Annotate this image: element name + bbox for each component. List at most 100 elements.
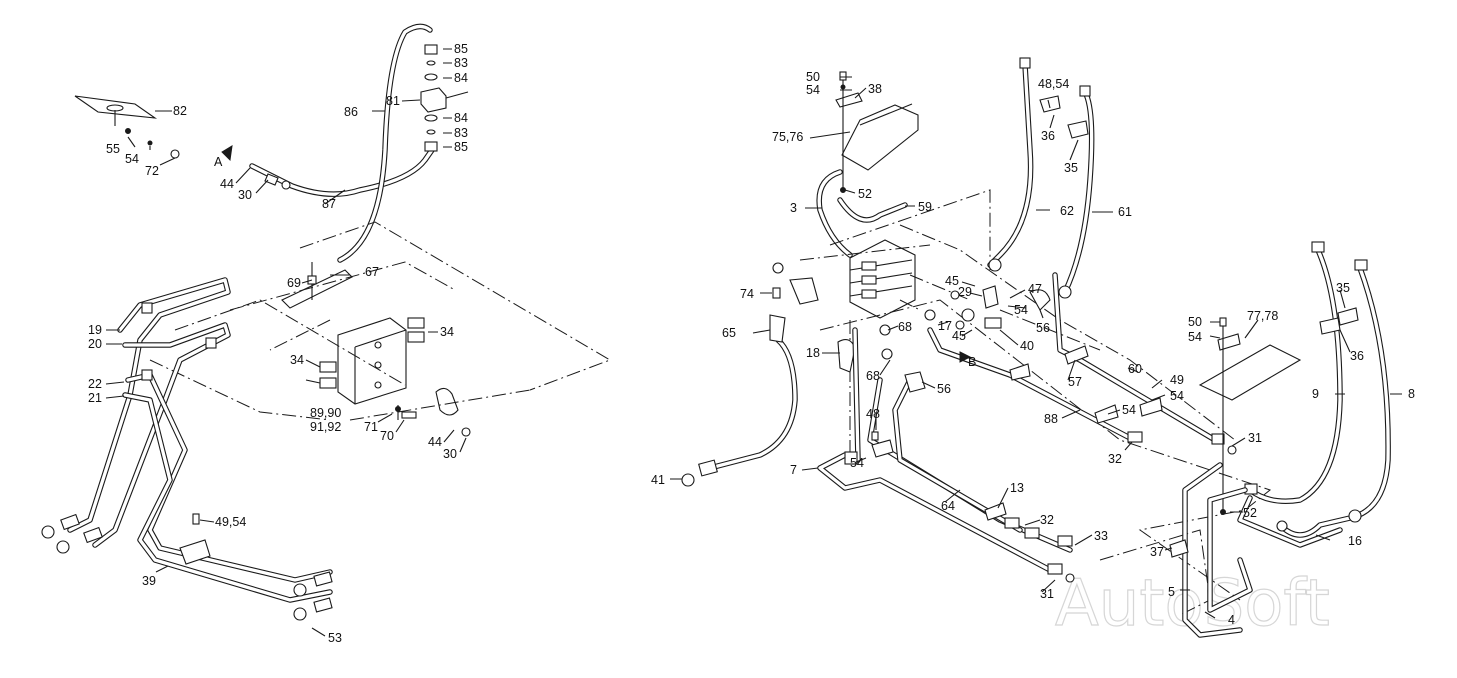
nut-53-a xyxy=(293,583,307,597)
nut-72 xyxy=(170,149,180,159)
valve-block-81 xyxy=(420,87,447,113)
elbow-fitting xyxy=(281,180,291,190)
callout-60: 60 xyxy=(1128,362,1142,376)
callout-54-right-low: 54 xyxy=(1122,403,1136,417)
callout-53: 53 xyxy=(328,631,342,645)
washer-54-top xyxy=(840,84,846,90)
valve-block-center xyxy=(849,239,916,319)
callout-31-low: 31 xyxy=(1040,587,1054,601)
fitting-65-top xyxy=(769,314,786,343)
callout-49: 49 xyxy=(1170,373,1184,387)
callout-89-90: 89,90 xyxy=(310,406,341,420)
callout-82: 82 xyxy=(173,104,187,118)
nut-lower-left-b xyxy=(56,540,70,554)
callout-33: 33 xyxy=(1094,529,1108,543)
callout-85-bottom: 85 xyxy=(454,140,468,154)
callout-54-top: 54 xyxy=(806,83,820,97)
nut-52-top xyxy=(840,187,846,193)
callout-65: 65 xyxy=(722,326,736,340)
callout-22: 22 xyxy=(88,377,102,391)
callout-47: 47 xyxy=(1028,282,1042,296)
fitting-30 xyxy=(264,173,279,186)
callout-45-top: 45 xyxy=(945,274,959,288)
callout-61: 61 xyxy=(1118,205,1132,219)
seal-45-a xyxy=(950,290,960,300)
callout-75-76: 75,76 xyxy=(772,130,803,144)
clamp-54-mid xyxy=(1139,397,1163,417)
callout-44-lower: 44 xyxy=(428,435,442,449)
callout-49-54: 49,54 xyxy=(215,515,246,529)
swivel-fitting xyxy=(435,387,459,416)
swivel-18 xyxy=(837,339,856,373)
callout-86: 86 xyxy=(344,105,358,119)
valve-block-89 xyxy=(337,317,407,405)
elbow-fitting-upper xyxy=(789,277,819,305)
callout-29: 29 xyxy=(958,285,972,299)
tee-29 xyxy=(982,285,999,309)
bracket-77 xyxy=(1198,344,1302,401)
callout-55: 55 xyxy=(106,142,120,156)
callout-48-54: 48,54 xyxy=(1038,77,1069,91)
callout-85-top: 85 xyxy=(454,42,468,56)
fitting-40 xyxy=(984,317,1002,329)
callout-81: 81 xyxy=(386,94,400,108)
callout-56-top: 56 xyxy=(1036,321,1050,335)
clamp-49 xyxy=(179,539,211,565)
callout-77-78: 77,78 xyxy=(1247,309,1278,323)
callout-20: 20 xyxy=(88,337,102,351)
seal-45-b xyxy=(955,320,965,330)
fitting-61-end xyxy=(1058,285,1072,299)
callout-83-top: 83 xyxy=(454,56,468,70)
callout-17: 17 xyxy=(938,319,952,333)
callout-69: 69 xyxy=(287,276,301,290)
callout-44: 44 xyxy=(220,177,234,191)
nut-31-top xyxy=(1227,445,1237,455)
assembly-line-1 xyxy=(299,221,612,391)
pipe-22 xyxy=(125,372,333,583)
callout-54: 54 xyxy=(125,152,139,166)
callout-52-right: 52 xyxy=(1243,506,1257,520)
fitting-34-d xyxy=(407,331,425,343)
nut-53-b xyxy=(293,607,307,621)
callout-71: 71 xyxy=(364,420,378,434)
callout-64: 64 xyxy=(941,499,955,513)
callout-32-low: 32 xyxy=(1040,513,1054,527)
callout-70: 70 xyxy=(380,429,394,443)
callout-54-low-left: 54 xyxy=(850,456,864,470)
callout-4: 4 xyxy=(1228,613,1235,627)
washer-54 xyxy=(147,140,153,146)
bolt-49 xyxy=(192,513,200,525)
callout-37: 37 xyxy=(1150,545,1164,559)
callout-54-right-mid: 54 xyxy=(1170,389,1184,403)
callout-8: 8 xyxy=(1408,387,1415,401)
callout-52-top: 52 xyxy=(858,187,872,201)
bolt-74 xyxy=(772,287,781,299)
elbow-56-low xyxy=(904,371,926,393)
callout-13: 13 xyxy=(1010,481,1024,495)
callout-34-right: 34 xyxy=(440,325,454,339)
nut-52-right xyxy=(1220,509,1226,515)
callout-36-right: 36 xyxy=(1350,349,1364,363)
callout-38: 38 xyxy=(868,82,882,96)
left-assembly xyxy=(41,23,612,621)
bracket-38 xyxy=(841,104,919,171)
seal-68-a xyxy=(879,324,891,336)
washer-71 xyxy=(395,406,401,412)
nut-41 xyxy=(681,473,695,487)
callout-30-lower: 30 xyxy=(443,447,457,461)
clamp-54-low xyxy=(1094,404,1119,424)
callout-18: 18 xyxy=(806,346,820,360)
callout-72: 72 xyxy=(145,164,159,178)
bolt-70 xyxy=(401,411,417,419)
elbow-56-top xyxy=(1029,289,1051,311)
bolt-50-right xyxy=(1219,317,1227,327)
callout-50-right: 50 xyxy=(1188,315,1202,329)
callout-labels: 82 55 54 72 A 44 30 87 86 81 85 83 84 84… xyxy=(88,42,1415,645)
callout-59: 59 xyxy=(918,200,932,214)
clip-54-right xyxy=(1217,333,1241,351)
callout-62: 62 xyxy=(1060,204,1074,218)
callout-57: 57 xyxy=(1068,375,1082,389)
callout-34-left: 34 xyxy=(290,353,304,367)
fitting-62-end xyxy=(988,258,1002,272)
callout-87: 87 xyxy=(322,197,336,211)
